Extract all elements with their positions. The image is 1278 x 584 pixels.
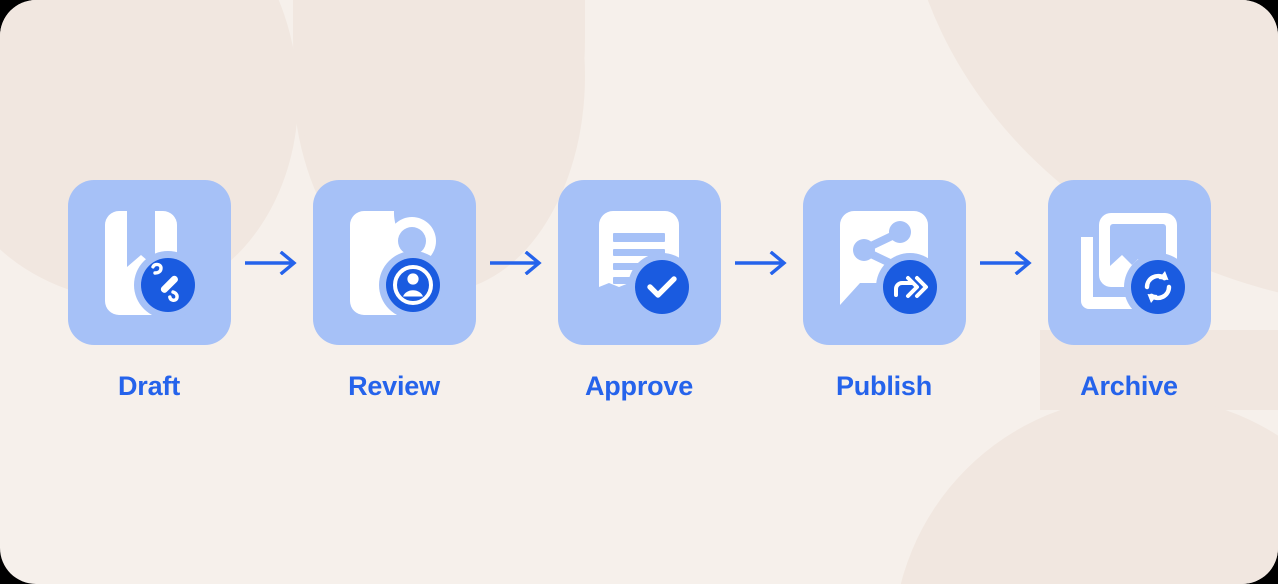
stacked-images-icon	[1081, 212, 1189, 321]
workflow-step-draft[interactable]: Draft	[67, 180, 231, 401]
step-label-approve: Approve	[584, 371, 694, 401]
arrow-right-icon	[734, 250, 787, 275]
workflow-step-approve[interactable]: Approve	[557, 180, 721, 401]
connector-draft-to-review	[231, 180, 313, 345]
forward-arrow-icon	[883, 259, 937, 314]
receipt-icon	[599, 210, 696, 321]
document-bookmark-icon	[105, 210, 202, 319]
step-tile-review[interactable]	[312, 180, 476, 345]
step-tile-approve[interactable]	[557, 180, 721, 345]
step-tile-publish[interactable]	[802, 180, 966, 345]
connector-publish-to-archive	[966, 180, 1048, 345]
arrow-right-icon	[489, 250, 542, 275]
workflow-step-publish[interactable]: Publish	[802, 180, 966, 401]
connector-review-to-approve	[476, 180, 558, 345]
sync-refresh-icon	[1131, 259, 1185, 314]
document-search-icon	[350, 210, 447, 319]
workflow-step-review[interactable]: Review	[312, 180, 476, 401]
connector-approve-to-publish	[721, 180, 803, 345]
arrow-right-icon	[244, 250, 297, 275]
step-label-publish: Publish	[835, 371, 933, 401]
arrow-right-icon	[979, 250, 1032, 275]
check-circle-icon	[635, 259, 689, 314]
step-label-draft: Draft	[117, 371, 180, 401]
step-label-archive: Archive	[1080, 371, 1178, 401]
workflow-step-archive[interactable]: Archive	[1047, 180, 1211, 401]
step-label-review: Review	[348, 371, 440, 401]
step-tile-draft[interactable]	[67, 180, 231, 345]
step-tile-archive[interactable]	[1047, 180, 1211, 345]
speech-bubble-share-icon	[840, 210, 944, 321]
